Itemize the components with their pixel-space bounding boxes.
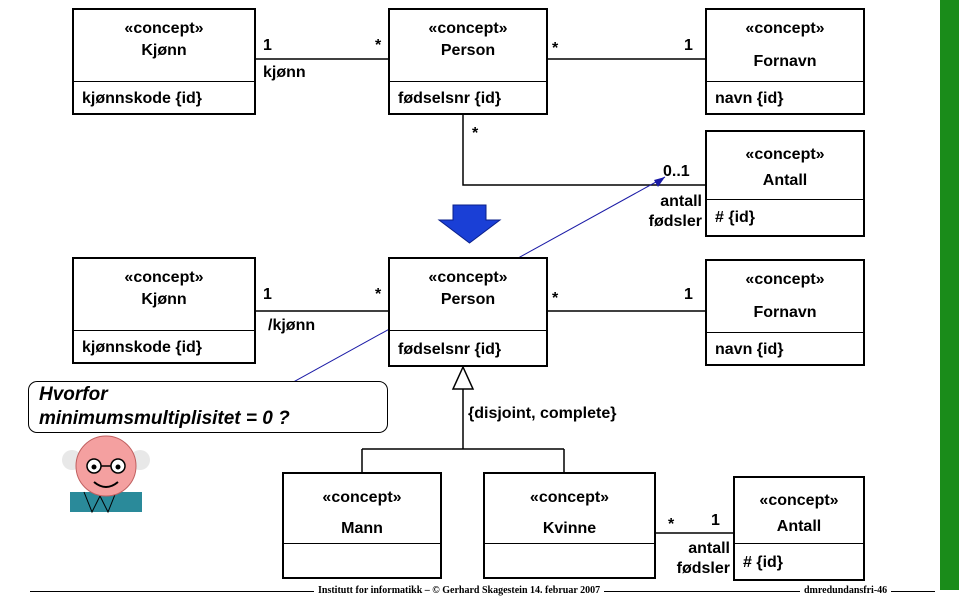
mult-fornavn-top: 1: [684, 37, 693, 54]
attribute: kjønnskode {id}: [82, 339, 203, 356]
callout-line2: minimumsmultiplisitet = 0 ?: [39, 408, 290, 429]
role-antall-line1-top: antall: [660, 193, 702, 210]
callout-line1: Hvorfor: [39, 384, 108, 405]
stereotype: «concept»: [124, 269, 204, 286]
stereotype: «concept»: [529, 489, 610, 506]
class-antall-top: «concept» Antall # {id}: [705, 130, 865, 237]
mult-antall-top: 0..1: [663, 163, 690, 180]
professor-icon: [62, 435, 150, 514]
class-name: Mann: [341, 520, 383, 537]
class-kvinne: «concept» Kvinne: [483, 472, 656, 579]
mult-kjonn-bottom: 1: [263, 286, 272, 303]
class-person-bottom: «concept» Person fødselsnr {id}: [388, 257, 548, 367]
attribute: navn {id}: [715, 90, 784, 107]
callout-pointer-arrowhead: [654, 177, 665, 187]
stereotype: «concept»: [124, 20, 204, 37]
attribute: # {id}: [743, 554, 784, 571]
mult-kjonn-top: 1: [263, 37, 272, 54]
role-antall-line2-bottom: fødsler: [676, 560, 730, 577]
stereotype: «concept»: [428, 20, 508, 37]
mult-person-left-top: *: [375, 37, 382, 54]
class-kjonn-bottom: «concept» Kjønn kjønnskode {id}: [72, 257, 256, 364]
class-name: Kjønn: [141, 291, 187, 308]
role-antall-line1-bottom: antall: [688, 540, 730, 557]
class-mann: «concept» Mann: [282, 472, 442, 579]
mult-person-right-top: *: [552, 40, 559, 57]
stereotype: «concept»: [428, 269, 508, 286]
stereotype: «concept»: [759, 492, 839, 509]
mult-person-right-bottom: *: [552, 290, 559, 307]
class-fornavn-top: «concept» Fornavn navn {id}: [705, 8, 865, 115]
attribute: # {id}: [715, 209, 756, 226]
class-antall-bottom: «concept» Antall # {id}: [733, 476, 865, 581]
class-name: Fornavn: [753, 53, 817, 70]
class-person-top: «concept» Person fødselsnr {id}: [388, 8, 548, 115]
class-name: Antall: [776, 518, 822, 535]
attribute: navn {id}: [715, 341, 784, 358]
role-antall-line2-top: fødsler: [648, 213, 702, 230]
stereotype: «concept»: [745, 20, 825, 37]
green-sidebar: [940, 0, 959, 590]
generalization-constraint: {disjoint, complete}: [468, 405, 617, 422]
assoc-person-antall-top: [462, 115, 707, 186]
class-fornavn-bottom: «concept» Fornavn navn {id}: [705, 259, 865, 366]
class-name: Kvinne: [542, 520, 597, 537]
footer-credit: Institutt for informatikk – © Gerhard Sk…: [314, 585, 605, 597]
class-kjonn-top: «concept» Kjønn kjønnskode {id}: [72, 8, 256, 115]
mult-person-bottom-top: *: [472, 125, 479, 142]
role-kjonn-bottom: /kjønn: [268, 317, 316, 334]
class-name: Fornavn: [753, 304, 817, 321]
class-name: Kjønn: [141, 42, 187, 59]
footer-slide-id: dmredundansfri-46: [800, 585, 892, 597]
attribute: fødselsnr {id}: [398, 341, 502, 358]
class-name: Person: [440, 291, 496, 308]
down-arrow-icon: [437, 204, 502, 244]
role-kjonn-top: kjønn: [263, 64, 306, 81]
stereotype: «concept»: [322, 489, 402, 506]
attribute: kjønnskode {id}: [82, 90, 203, 107]
class-name: Antall: [762, 172, 808, 189]
stereotype: «concept»: [745, 271, 825, 288]
mult-fornavn-bottom: 1: [684, 286, 693, 303]
attribute: fødselsnr {id}: [398, 90, 502, 107]
question-callout: Hvorfor minimumsmultiplisitet = 0 ?: [28, 381, 388, 433]
class-name: Person: [440, 42, 496, 59]
mult-kvinne: *: [668, 516, 675, 533]
stereotype: «concept»: [745, 146, 825, 163]
mult-person-left-bottom: *: [375, 286, 382, 303]
generalization-triangle: [451, 365, 475, 390]
mult-antall-bottom: 1: [711, 512, 720, 529]
